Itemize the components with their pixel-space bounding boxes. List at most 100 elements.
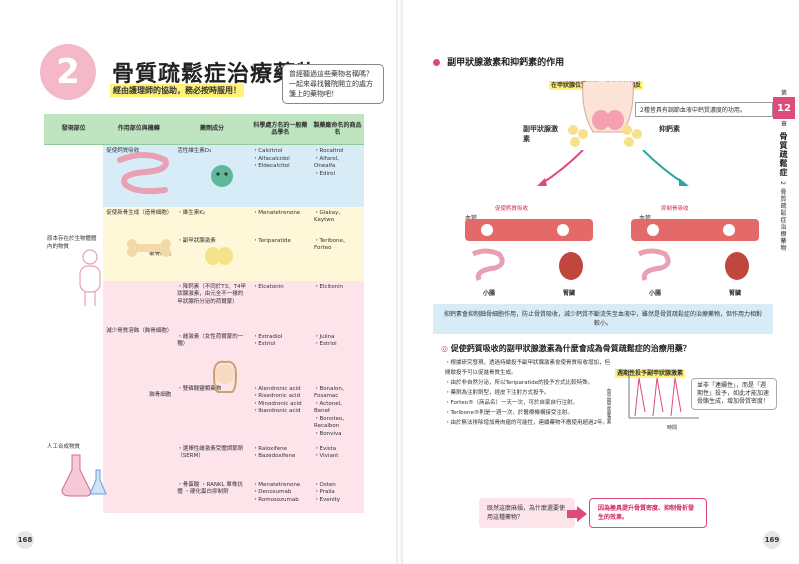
explanation-box: 抑鈣素會抑制蝕骨細胞作用，防止骨質吸收，減少鈣質不斷流失至血液中，雖然是骨質疏鬆… bbox=[433, 304, 773, 334]
organ-label-kidney: 腎臟 bbox=[729, 290, 742, 297]
brand-cell: ・Osten ・Pralia ・Evenity bbox=[311, 478, 364, 513]
list-item: ・Forteo®（商品名）一天一次，可於自家自行注射。 bbox=[445, 400, 579, 406]
brand-cell: ・Evista ・Viviant bbox=[311, 442, 364, 479]
vessel-label-right: 血管 bbox=[639, 215, 652, 222]
neck-illustration bbox=[582, 82, 634, 133]
chapter-label-suffix: 章 bbox=[780, 121, 787, 128]
generic-cell: ・Menatetrenone ・Denosumab ・Romosozumab bbox=[249, 478, 311, 513]
cell-label: 蝕骨細胞 bbox=[149, 391, 172, 398]
callout-box: 並非「連續性」，而是「週期性」投予，如此才能加速骨骼生成，增加骨質密度！ bbox=[691, 378, 777, 410]
pth-molecules bbox=[568, 125, 588, 147]
table-row: 減少骨質溶蝕（蝕骨細胞） ・降鈣素（不同於T3、T4甲狀腺激素，由元全不一樣的甲… bbox=[44, 280, 364, 383]
chapter-label-prefix: 第 bbox=[780, 90, 787, 97]
section-heading: 副甲狀腺激素和抑鈣素的作用 bbox=[433, 55, 564, 68]
graph-x-label: 時間 bbox=[667, 425, 678, 431]
list-item: ・Teribone®則是一週一次，於醫療機構接受注射。 bbox=[445, 410, 573, 416]
table-row: 人工合成物質 蝕骨細胞 ・雙磷酸鹽類藥物 ・Alendronic acid ・R… bbox=[44, 382, 364, 513]
brand-cell: ・Rocaltrol ・Alfarol、Onealfa ・Edirol bbox=[311, 144, 364, 207]
intestine-illustration bbox=[117, 152, 169, 195]
calcitonin-molecules bbox=[622, 125, 642, 147]
question-heading: ◎ 促使鈣質吸收的副甲狀腺激素為什麼會成為骨質疏鬆症的治療用藥？ bbox=[441, 344, 691, 353]
generic-cell: ・Estradiol ・Estriol bbox=[249, 330, 311, 383]
generic-cell: ・Menatetrenone bbox=[249, 206, 311, 235]
blood-vessel-right bbox=[631, 219, 759, 241]
drug-cell: ・降鈣素（不同於T3、T4甲狀腺激素，由元全不一樣的甲狀腺所分泌的荷爾蒙） bbox=[174, 280, 250, 331]
table-row: 原本存在於生物體體內的物質 促使新骨生成（造骨細胞） 破骨細胞 ・維生素K₂ ・… bbox=[44, 206, 364, 281]
generic-cell: ・Raloxifene ・Bazedoxifene bbox=[249, 442, 311, 479]
graph-y-label: 血中副甲狀腺激素 bbox=[606, 388, 611, 424]
list-item: ・由於無法排除增加骨肉瘤的可能性，連續藥物不應使用超過2年。 bbox=[445, 420, 609, 426]
table-row: ・骨蛋酸 ・RANKL 單株抗體 ・硬化蛋白抑制劑 ・Menatetrenone… bbox=[44, 478, 364, 513]
organ-label-intestine: 小腸 bbox=[649, 290, 662, 297]
page-number: 168 bbox=[16, 531, 34, 549]
question-icon: ◎ bbox=[441, 344, 448, 353]
header-site: 發現部位 bbox=[44, 114, 104, 145]
list-item: ・根據研究發現，透過持續投予副甲狀腺激素會使骨質吸收增加，但間歇投予可以促進骨質… bbox=[445, 360, 611, 376]
brand-cell: ・Teribone、Forteo bbox=[311, 234, 364, 281]
section-number: 2 bbox=[40, 44, 96, 100]
header-brand: 製藥廠命名的商品名 bbox=[311, 114, 364, 145]
row-label-natural: 原本存在於生物體體內的物質 bbox=[44, 206, 104, 281]
arrow-right-icon bbox=[567, 506, 587, 522]
bullet-dot-icon bbox=[433, 59, 440, 66]
body-illustration bbox=[79, 249, 101, 306]
mechanism-cell: 減少骨質溶蝕（蝕骨細胞） bbox=[103, 280, 175, 383]
organ-label-kidney: 腎臟 bbox=[563, 290, 576, 297]
list-item: ・藥劑為注射劑型，經皮下注射方式投予。 bbox=[445, 390, 550, 396]
left-page: 2 骨質疏鬆症治療藥物 經由護理師的協助，務必按時服用！ 曾經聽過這些藥物名稱嗎… bbox=[0, 0, 396, 564]
table-row: ・副甲狀腺激素 ・Teriparatide ・Teribone、Forteo bbox=[44, 234, 364, 281]
cell-character-illustration bbox=[211, 165, 233, 187]
generic-cell: ・Elcatonin bbox=[249, 280, 311, 331]
header-drug: 藥劑成分 bbox=[174, 114, 250, 145]
table-row: ・選擇性雌激素受體調節劑（SERM） ・Raloxifene ・Bazedoxi… bbox=[44, 442, 364, 479]
flask-illustration bbox=[61, 454, 107, 497]
organs-left bbox=[471, 248, 583, 281]
subtitle-highlight: 經由護理師的協助，務必按時服用！ bbox=[110, 84, 244, 97]
list-item: ・由於非自然分泌，所以Teriparatide的投予方式比較特殊。 bbox=[445, 380, 594, 386]
brand-cell: ・Julina ・Estriol bbox=[311, 330, 364, 383]
table-row: ・雌激素（女性荷爾蒙的一種） ・Estradiol ・Estriol ・Juli… bbox=[44, 330, 364, 383]
pth-cycle-graph bbox=[628, 374, 699, 419]
chapter-sidebar: 第 12 章 骨質疏鬆症 2 骨質疏鬆症治療藥物 bbox=[773, 88, 799, 252]
header-generic: 科學處方名的一般藥品學名 bbox=[249, 114, 311, 145]
brand-cell: ・Bonalon、Fosamac ・Actonel、Benet ・Bonoteo… bbox=[311, 382, 364, 443]
page-number: 169 bbox=[763, 531, 781, 549]
vessel-label-left: 血管 bbox=[465, 215, 478, 222]
mechanism-cell: 蝕骨細胞 bbox=[103, 382, 175, 513]
chapter-subtitle: 2 骨質疏鬆症治療藥物 bbox=[779, 181, 786, 252]
cell-label: 破骨細胞 bbox=[149, 251, 172, 257]
graph-tag: 週期性投予副甲狀腺激素 bbox=[615, 369, 686, 378]
thyroid-illustration bbox=[205, 247, 233, 265]
table-row: 促使鈣質吸收 活性維生素D₃ ・Calcitriol ・Alfacalcidol… bbox=[44, 144, 364, 207]
bullet-list: ・根據研究發現，透過持續投予副甲狀腺激素會使骨質吸收增加，但間歇投予可以促進骨質… bbox=[435, 358, 613, 428]
brand-cell: ・Elcitonin bbox=[311, 280, 364, 331]
chapter-title: 骨質疏鬆症 bbox=[779, 132, 788, 177]
speech-bubble: 曾經聽過這些藥物名稱嗎？一起來尋找醫院開立的處方箋上的藥物吧！ bbox=[282, 64, 384, 104]
hormone-label-calcitonin: 抑鈣素 bbox=[659, 125, 680, 133]
generic-cell: ・Teriparatide bbox=[249, 234, 311, 281]
drug-cell: ・雌激素（女性荷爾蒙的一種） bbox=[174, 330, 250, 383]
brand-cell: ・Glakay、Kaytwo bbox=[311, 206, 364, 235]
drug-cell: ・維生素K₂ bbox=[174, 206, 250, 235]
bottom-answer-box: 因為極具提升骨質密度、抑制骨折發生的效果。 bbox=[589, 498, 707, 528]
drug-cell: ・雙磷酸鹽類藥物 bbox=[174, 382, 250, 443]
woman-illustration bbox=[213, 360, 238, 393]
drug-table: 發現部位 作用部位與機轉 藥劑成分 科學處方名的一般藥品學名 製藥廠命名的商品名… bbox=[44, 114, 364, 513]
header-mechanism: 作用部位與機轉 bbox=[103, 114, 175, 145]
diagram-label: 抑制骨吸收 bbox=[661, 206, 689, 212]
chapter-tab: 12 bbox=[773, 97, 795, 119]
hormone-label-pth: 副甲狀腺激素 bbox=[523, 125, 558, 143]
blood-vessel-left bbox=[465, 219, 593, 241]
drug-cell: ・骨蛋酸 ・RANKL 單株抗體 ・硬化蛋白抑制劑 bbox=[174, 478, 250, 513]
book-gutter bbox=[396, 0, 403, 564]
table-header-row: 發現部位 作用部位與機轉 藥劑成分 科學處方名的一般藥品學名 製藥廠命名的商品名 bbox=[44, 114, 364, 145]
organ-label-intestine: 小腸 bbox=[483, 290, 496, 297]
generic-cell: ・Alendronic acid ・Risedronic acid ・Minod… bbox=[249, 382, 311, 443]
note-box: 2種皆具有調節血液中鈣質濃度的功用。 bbox=[635, 102, 773, 117]
bottom-question-box: 既然這麼麻煩，為什麼還要使用這種藥物？ bbox=[479, 498, 575, 528]
bone-illustration bbox=[127, 239, 171, 257]
organs-right bbox=[637, 248, 749, 281]
diagram-label: 促使鈣質吸收 bbox=[495, 206, 529, 212]
generic-cell: ・Calcitriol ・Alfacalcidol ・Eldecalcitol bbox=[249, 144, 311, 207]
right-page: 副甲狀腺激素和抑鈣素的作用 在甲狀腺位置分泌，作用正好相反 2種皆具有調節血液中… bbox=[403, 0, 799, 564]
